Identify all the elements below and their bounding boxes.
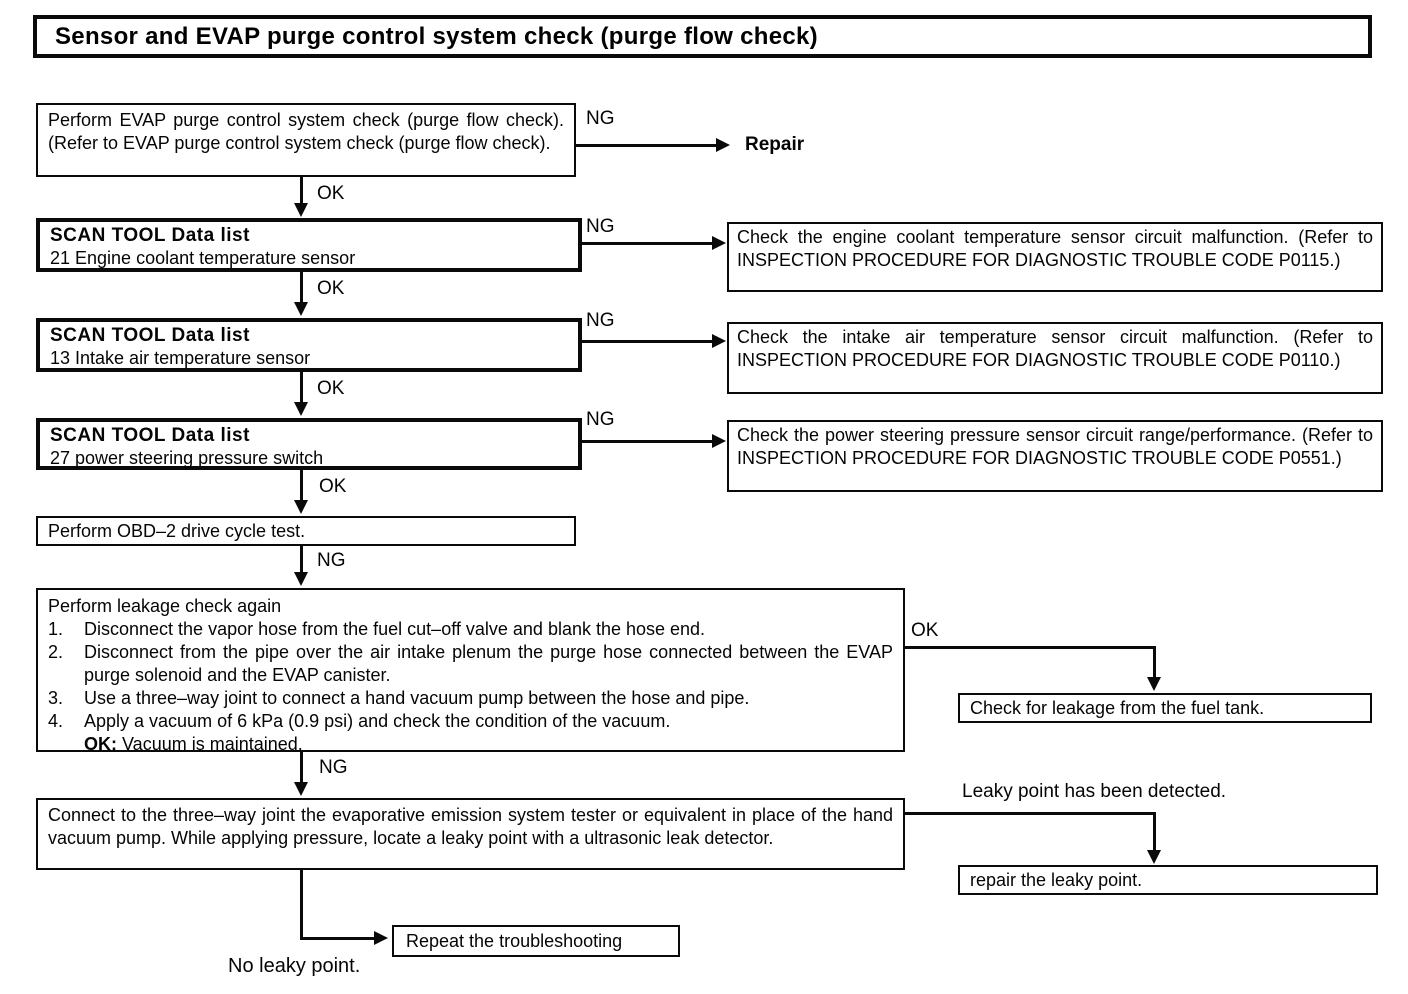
leakage-step-2-text: Disconnect from the pipe over the air in… [84, 642, 893, 685]
ok-label-2: OK [317, 278, 345, 299]
scan21-subtitle: 21 Engine coolant temperature sensor [50, 248, 356, 268]
repeat-text: Repeat the troubleshooting [406, 931, 623, 951]
scan21-title: SCAN TOOL Data list [50, 225, 250, 246]
arrowhead-right-3 [712, 334, 726, 348]
leakage-ok-line: OK: Vacuum is maintained. [48, 733, 893, 756]
leakage-step-2: 2. Disconnect from the pipe over the air… [48, 641, 893, 687]
ok-label-3: OK [317, 378, 345, 399]
connector-ng-5 [300, 546, 303, 574]
page-title-text: Sensor and EVAP purge control system che… [55, 22, 818, 50]
flow-box-check-p0551: Check the power steering pressure sensor… [727, 420, 1383, 492]
leakage-step-1-num: 1. [48, 619, 64, 639]
flow-box-connect-tester: Connect to the three–way joint the evapo… [36, 798, 905, 870]
arrowhead-right-2 [712, 236, 726, 250]
ok-label-5: OK [911, 620, 939, 641]
flow-box-scan-27: SCAN TOOL Data list 27 power steering pr… [36, 418, 582, 470]
leakage-ok-text-wrap: OK: Vacuum is maintained. [84, 733, 893, 756]
flow-box-check-p0110: Check the intake air temperature sensor … [727, 322, 1383, 394]
arrowhead-down-5 [294, 572, 308, 586]
scan27-subtitle: 27 power steering pressure switch [50, 448, 324, 468]
ok-label-1: OK [317, 183, 345, 204]
flow-box-repeat: Repeat the troubleshooting [392, 925, 680, 957]
ng-label-1: NG [586, 108, 615, 129]
leakage-ok-spacer [48, 733, 84, 756]
obd2-text: Perform OBD–2 drive cycle test. [48, 521, 306, 541]
connector-ng-2 [582, 242, 714, 245]
leakage-step-4-text: Apply a vacuum of 6 kPa (0.9 psi) and ch… [84, 711, 671, 731]
leakage-ok-label: OK: [84, 734, 117, 754]
leaky-detected-label: Leaky point has been detected. [962, 781, 1227, 802]
no-leaky-label: No leaky point. [228, 955, 361, 977]
connector-ok-1 [300, 177, 303, 204]
leakage-step-4-num: 4. [48, 711, 64, 731]
connector-ng-4 [582, 440, 714, 443]
connector-ng-repair [576, 144, 718, 147]
flow-box-scan-13: SCAN TOOL Data list 13 Intake air temper… [36, 318, 582, 372]
connector-noleak-h [300, 937, 376, 940]
leakage-step-1: 1. Disconnect the vapor hose from the fu… [48, 618, 893, 641]
flow-box-repair-leaky: repair the leaky point. [958, 865, 1378, 895]
ok-label-4: OK [319, 476, 347, 497]
check-p0115-text: Check the engine coolant temperature sen… [737, 227, 1373, 270]
leakage-step-1-text: Disconnect the vapor hose from the fuel … [84, 619, 706, 639]
ng-label-6: NG [319, 757, 348, 778]
leakage-step-3-text: Use a three–way joint to connect a hand … [84, 688, 750, 708]
flow-box-purge-check: Perform EVAP purge control system check … [36, 103, 576, 177]
connector-ng-6 [300, 752, 303, 783]
repair-label: Repair [745, 134, 805, 155]
fuel-tank-text: Check for leakage from the fuel tank. [970, 698, 1265, 718]
leakage-step-3: 3. Use a three–way joint to connect a ha… [48, 687, 893, 710]
scan13-title: SCAN TOOL Data list [50, 325, 250, 346]
connect-tester-text: Connect to the three–way joint the evapo… [48, 805, 893, 848]
check-p0110-text: Check the intake air temperature sensor … [737, 327, 1373, 370]
connector-noleak-v [300, 870, 303, 940]
connector-ok-4 [300, 470, 303, 501]
flow-box-obd2: Perform OBD–2 drive cycle test. [36, 516, 576, 546]
repair-leaky-text: repair the leaky point. [970, 870, 1143, 890]
flow-box-fuel-tank: Check for leakage from the fuel tank. [958, 693, 1372, 723]
ng-label-5: NG [317, 550, 346, 571]
arrowhead-right-repeat [374, 931, 388, 945]
arrowhead-down-1 [294, 203, 308, 217]
leakage-intro: Perform leakage check again [48, 596, 282, 616]
arrowhead-right-4 [712, 434, 726, 448]
check-p0551-text: Check the power steering pressure sensor… [737, 425, 1373, 468]
arrowhead-down-3 [294, 402, 308, 416]
arrowhead-down-6 [294, 782, 308, 796]
connector-ok-fuel-v [1153, 646, 1156, 679]
connector-ng-3 [582, 340, 714, 343]
arrowhead-down-2 [294, 302, 308, 316]
connector-ok-fuel-h [905, 646, 1156, 649]
arrowhead-down-4 [294, 500, 308, 514]
arrowhead-down-leaky [1147, 850, 1161, 864]
ng-label-4: NG [586, 409, 615, 430]
connector-leaky-h [905, 812, 1156, 815]
page-title: Sensor and EVAP purge control system che… [33, 15, 1372, 58]
leakage-step-3-num: 3. [48, 688, 64, 708]
leakage-step-4: 4. Apply a vacuum of 6 kPa (0.9 psi) and… [48, 710, 893, 733]
flow-box-purge-check-text: Perform EVAP purge control system check … [48, 110, 564, 153]
scan13-subtitle: 13 Intake air temperature sensor [50, 348, 311, 368]
arrowhead-right-repair [716, 138, 730, 152]
ng-label-2: NG [586, 216, 615, 237]
connector-ok-2 [300, 272, 303, 303]
scan27-title: SCAN TOOL Data list [50, 425, 250, 446]
flow-box-scan-21: SCAN TOOL Data list 21 Engine coolant te… [36, 218, 582, 272]
connector-ok-3 [300, 372, 303, 403]
flow-box-check-p0115: Check the engine coolant temperature sen… [727, 222, 1383, 292]
connector-leaky-v [1153, 812, 1156, 852]
arrowhead-down-fuel [1147, 677, 1161, 691]
leakage-step-2-num: 2. [48, 642, 64, 662]
ng-label-3: NG [586, 310, 615, 331]
flow-box-leakage-check: Perform leakage check again 1. Disconnec… [36, 588, 905, 754]
leakage-ok-text: Vacuum is maintained. [122, 734, 303, 754]
